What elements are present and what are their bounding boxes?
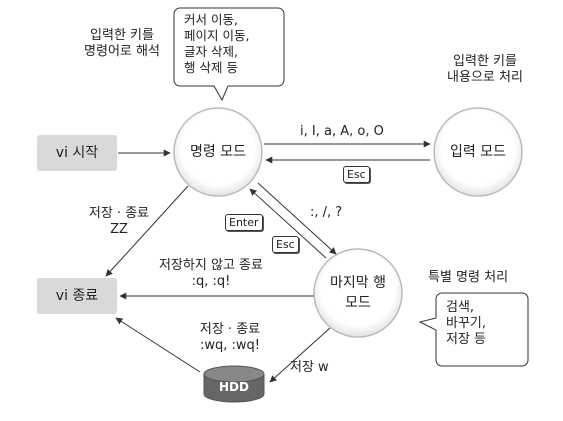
edge-label-to-lastline: :, /, ? [310, 205, 343, 220]
vi-end-box [37, 278, 117, 314]
vi-start-box [37, 135, 117, 171]
edge-label-save-quit-wq: 저장 · 종료 :wq, :wq! [199, 322, 261, 353]
arrow-lastline-to-command [249, 188, 327, 259]
lastline-special-note: 특별 명령 처리 [428, 270, 509, 285]
command-mode-circle [173, 107, 263, 197]
input-mode-label: 입력 모드 [450, 144, 506, 160]
edge-label-to-input: i, I, a, A, o, O [300, 124, 384, 139]
esc-key-input-to-command: Esc [343, 166, 370, 183]
input-mode-circle [433, 107, 523, 197]
esc-key-lastline-to-command: Esc [272, 236, 299, 253]
edge-label-save-quit-zz: 저장 · 종료 ZZ [88, 206, 150, 237]
command-bubble-text: 커서 이동, 페이지 이동, 글자 삭제, 행 삭제 등 [184, 12, 250, 75]
lastline-speech-bubble [418, 292, 529, 367]
arrow-command-to-lastline [257, 182, 337, 255]
hdd-cylinder [203, 365, 265, 403]
edge-label-save-w: 저장 w [290, 360, 329, 375]
command-speech-bubble [173, 7, 285, 102]
arrow-lastline-to-hdd [269, 327, 331, 383]
command-mode-label: 명령 모드 [190, 144, 246, 160]
edge-label-quit-nosave: 저장하지 않고 종료 :q, :q! [159, 258, 263, 289]
arrow-command-to-end [105, 185, 189, 277]
input-process-note: 입력한 키를 내용으로 처리 [447, 54, 523, 85]
hdd-label: HDD [219, 380, 249, 394]
lastline-mode-label: 마지막 행 모드 [330, 275, 386, 311]
enter-key-lastline-to-command: Enter [225, 214, 263, 231]
command-interpret-note: 입력한 키를 명령어로 해석 [84, 28, 160, 59]
lastline-bubble-text: 검색, 바꾸기, 저장 등 [446, 300, 487, 347]
vi-end-label: vi 종료 [55, 288, 99, 304]
arrow-hdd-to-end [115, 317, 201, 373]
lastline-mode-circle [313, 248, 403, 338]
vi-start-label: vi 시작 [55, 145, 99, 161]
